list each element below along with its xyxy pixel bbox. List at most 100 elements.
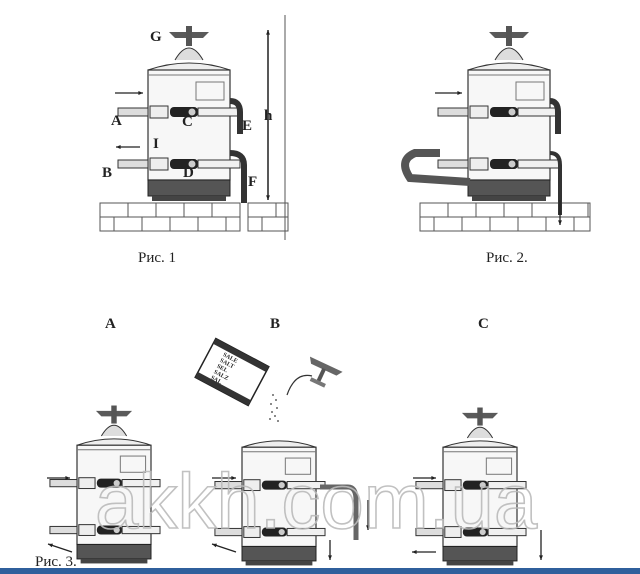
inlet-arrow-head — [138, 91, 143, 95]
hose-f — [229, 150, 247, 203]
tank-base — [442, 545, 518, 562]
handle-stem — [506, 26, 512, 46]
outlet-pipe — [197, 107, 241, 117]
inlet-arrow-head — [457, 91, 462, 95]
caption-fig2: Рис. 2. — [486, 250, 528, 266]
tank-lid — [442, 440, 518, 448]
fitting — [78, 524, 96, 536]
outlet-pipe — [121, 525, 161, 535]
pipe-stub — [214, 527, 243, 537]
pipe-stub — [117, 107, 149, 117]
watermark: akkh.com.ua — [95, 457, 538, 545]
outlet-arrow-c-head — [412, 550, 417, 554]
salt-bag-word: SEL — [216, 364, 229, 375]
label-g: G — [150, 29, 162, 45]
height-arrow-down-head — [266, 195, 270, 200]
removed-handle — [309, 356, 343, 388]
fitting — [149, 157, 169, 171]
caption-fig1: Рис. 1 — [138, 250, 176, 266]
valve-knob — [277, 481, 286, 490]
hose-e — [549, 98, 561, 134]
handle-stem — [111, 405, 117, 424]
drain-arrow-b-head — [366, 525, 370, 530]
figure-3 — [47, 405, 543, 566]
coiled-hose — [401, 149, 471, 186]
hose-b — [320, 484, 359, 540]
fitting — [78, 477, 96, 490]
tank-base — [76, 543, 152, 560]
tank-feet — [152, 196, 226, 201]
hose-e — [229, 98, 243, 134]
pipe-stub — [117, 159, 149, 169]
fitting — [444, 526, 462, 538]
pipe-stub — [437, 159, 469, 169]
pipe-stub — [49, 479, 78, 488]
drain-arrow-head — [558, 220, 562, 225]
tank-feet — [80, 558, 148, 564]
tank-lid — [241, 440, 317, 448]
dome — [100, 424, 128, 437]
outlet-arrow-head — [116, 145, 121, 149]
pipe-stub — [214, 481, 243, 490]
valve-knob — [112, 479, 121, 488]
salt-stream — [269, 394, 279, 422]
outlet-pipe — [286, 527, 326, 537]
pipe-stub — [437, 107, 469, 117]
label-b: B — [102, 165, 112, 181]
dome — [466, 426, 494, 439]
fitting — [243, 479, 261, 492]
drain-hose — [549, 151, 562, 215]
label-d: D — [183, 165, 194, 181]
inlet-arrow-b-head — [231, 476, 236, 480]
tank-lid — [147, 62, 231, 71]
handle-stem — [477, 407, 483, 426]
tank-base — [467, 179, 551, 197]
fitting — [243, 526, 261, 538]
dome — [174, 47, 204, 61]
outlet-pipe — [121, 479, 161, 488]
label-e: E — [242, 118, 252, 134]
tank-label-plate — [195, 81, 225, 101]
label-h: h — [264, 108, 273, 124]
handle-stem — [186, 26, 192, 46]
inlet-arrow-a-head — [65, 476, 70, 480]
outlet-arrow-a-head — [48, 543, 53, 548]
valve-knob — [187, 107, 197, 117]
fitting — [444, 479, 462, 492]
figure-2 — [401, 26, 591, 232]
pipe-stub — [415, 481, 444, 490]
tank-label-plate — [515, 81, 545, 101]
tank-label-plate — [284, 457, 312, 475]
panel-label-c: C — [478, 316, 489, 332]
outlet-pipe — [517, 159, 561, 169]
valve-knob — [478, 481, 487, 490]
dome — [494, 47, 524, 61]
tank-label-plate — [485, 457, 513, 475]
valve-knob — [187, 159, 197, 169]
valve-knob — [507, 107, 517, 117]
tank-feet — [472, 196, 546, 201]
drain-arrow-b2-head — [328, 555, 332, 560]
drain-arrow-c-head — [539, 555, 543, 560]
outlet-pipe — [197, 159, 241, 169]
caption-fig3: Рис. 3. — [35, 554, 77, 570]
salt-bag-word: SAL — [209, 375, 222, 386]
valve-knob — [478, 527, 487, 537]
label-a: A — [111, 113, 122, 129]
fitting — [469, 157, 489, 171]
tank-base — [147, 179, 231, 197]
valve-knob — [112, 525, 121, 535]
valve-knob — [277, 527, 286, 537]
tank-lid — [76, 438, 152, 446]
inlet-arrow-c-head — [431, 476, 436, 480]
fitting — [469, 105, 489, 119]
outlet-arrow-b-head — [212, 543, 217, 548]
tank-feet — [446, 560, 514, 566]
outlet-pipe — [487, 527, 527, 537]
panel-label-b: B — [270, 316, 280, 332]
pipe-stub — [49, 525, 78, 535]
figure-1 — [99, 15, 289, 240]
